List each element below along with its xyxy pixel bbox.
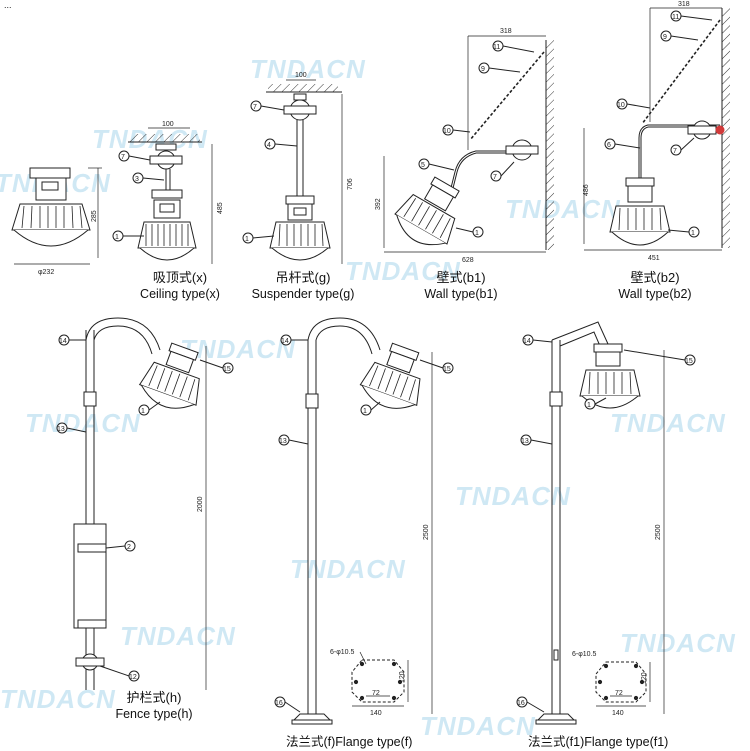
flange-f-figure: 2500 120 72 140 6-φ10.5 14 15 1 13 16	[274, 317, 454, 725]
suspender-type-figure: 100 706 7 4 1	[242, 72, 354, 264]
callout-16: 16	[275, 700, 283, 707]
wall-b2-caption: 壁式(b2) Wall type(b2)	[600, 270, 710, 302]
callout-14: 14	[59, 338, 67, 345]
ceiling-caption-zh: 吸顶式(x)	[152, 270, 208, 285]
wall-b1-caption: 壁式(b1) Wall type(b1)	[406, 270, 516, 302]
dim-ceiling-h2: 485	[217, 202, 224, 214]
callout-15: 15	[223, 366, 231, 373]
dim-f1-sq: 120	[641, 672, 648, 684]
callout-12: 12	[129, 674, 137, 681]
wall-b2-caption-en: Wall type(b2)	[618, 287, 692, 301]
dim-b1-top: 318	[500, 28, 512, 35]
watermark: TNDACN	[250, 54, 366, 84]
callout-7: 7	[253, 104, 257, 111]
callout-1: 1	[245, 236, 249, 243]
fence-type-figure: 2000 14 15 1 13 2 12	[56, 317, 234, 690]
bolt-spec: 6-φ10.5	[572, 651, 596, 658]
callout-11: 11	[493, 44, 500, 51]
dim-susp-width: 100	[295, 72, 307, 79]
dim-b2-top: 318	[678, 1, 690, 8]
wall-b1-figure: 318 392 628 11 9 10	[375, 28, 554, 264]
callout-1: 1	[691, 230, 695, 237]
callout-2: 2	[127, 544, 131, 551]
ceiling-caption-en: Ceiling type(x)	[140, 287, 220, 301]
dim-fence-h: 2000	[197, 496, 204, 512]
callout-15: 15	[443, 366, 451, 373]
callout-1: 1	[587, 402, 591, 409]
callout-9: 9	[663, 34, 667, 41]
callout-13: 13	[57, 426, 65, 433]
flange-f-caption: 法兰式(f)Flange type(f)	[286, 735, 413, 749]
dim-flange-sq: 120	[399, 671, 406, 683]
suspender-caption-zh: 吊杆式(g)	[275, 270, 331, 285]
watermark: TNDACN	[345, 256, 461, 286]
callout-3: 3	[135, 176, 139, 183]
callout-1: 1	[363, 408, 367, 415]
watermark: TNDACN	[455, 481, 571, 511]
callout-10: 10	[617, 102, 625, 109]
flange-f1-figure: 2500 120 72 140 6-φ10.5 14 15 1 13 16	[516, 321, 696, 725]
watermark: TNDACN	[180, 334, 296, 364]
dim-f1-in: 72	[615, 690, 623, 697]
callout-13: 13	[521, 438, 529, 445]
dim-susp-h: 706	[347, 178, 354, 190]
dim-ceiling-width: 100	[162, 121, 174, 128]
dim-f1-out: 140	[612, 710, 624, 717]
callout-7: 7	[673, 148, 677, 155]
watermark-group: TNDACN TNDACN TNDACN TNDACN TNDACN TNDAC…	[0, 54, 736, 741]
callout-1: 1	[115, 234, 119, 241]
callout-7: 7	[493, 174, 497, 181]
wall-b2-caption-zh: 壁式(b2)	[630, 270, 680, 285]
callout-13: 13	[279, 438, 287, 445]
fence-caption-en: Fence type(h)	[115, 707, 193, 721]
fence-caption-zh: 护栏式(h)	[126, 690, 182, 705]
callout-14: 14	[281, 338, 289, 345]
wall-b1-caption-zh: 壁式(b1)	[436, 270, 486, 285]
callout-6: 6	[607, 142, 611, 149]
dim-flange-h: 2500	[423, 524, 430, 540]
callout-14: 14	[523, 338, 531, 345]
ceiling-type-figure: 100 485 7 3 1	[112, 121, 224, 264]
dim-b2-h: 486	[583, 184, 590, 196]
dim-b1-h: 392	[375, 198, 382, 210]
callout-11: 11	[672, 14, 679, 21]
callout-1: 1	[475, 230, 479, 237]
suspender-caption: 吊杆式(g) Suspender type(g)	[238, 270, 368, 302]
dim-b2-w: 451	[648, 255, 660, 262]
watermark: TNDACN	[120, 621, 236, 651]
dim-ceiling-h1: 285	[91, 210, 98, 222]
dim-flange-out: 140	[370, 710, 382, 717]
ceiling-lamp-side-view: 285 φ232	[11, 167, 102, 276]
watermark: TNDACN	[0, 684, 116, 714]
fence-caption: 护栏式(h) Fence type(h)	[94, 690, 214, 722]
bolt-spec: 6-φ10.5	[330, 649, 354, 656]
callout-7: 7	[121, 154, 125, 161]
dim-ceiling-dia: φ232	[38, 269, 54, 276]
callout-1: 1	[141, 408, 145, 415]
wall-b2-figure: 318 486 451 11 9 10 6 7 1	[583, 1, 730, 262]
callout-16: 16	[517, 700, 525, 707]
watermark: TNDACN	[290, 554, 406, 584]
ceiling-caption: 吸顶式(x) Ceiling type(x)	[120, 270, 240, 302]
dim-b1-w: 628	[462, 257, 474, 264]
watermark: TNDACN	[420, 711, 536, 741]
header-fragment: ...	[4, 0, 12, 10]
callout-4: 4	[267, 142, 271, 149]
watermark: TNDACN	[25, 408, 141, 438]
wall-b1-caption-en: Wall type(b1)	[424, 287, 498, 301]
dim-f1-h: 2500	[655, 524, 662, 540]
flange-f1-caption: 法兰式(f1)Flange type(f1)	[528, 735, 669, 749]
watermark: TNDACN	[505, 194, 621, 224]
callout-15: 15	[685, 358, 693, 365]
callout-5: 5	[421, 162, 425, 169]
callout-10: 10	[443, 128, 451, 135]
watermark: TNDACN	[610, 408, 726, 438]
suspender-caption-en: Suspender type(g)	[251, 287, 355, 301]
callout-9: 9	[481, 66, 485, 73]
watermark: TNDACN	[620, 628, 736, 658]
dim-flange-in: 72	[372, 690, 380, 697]
